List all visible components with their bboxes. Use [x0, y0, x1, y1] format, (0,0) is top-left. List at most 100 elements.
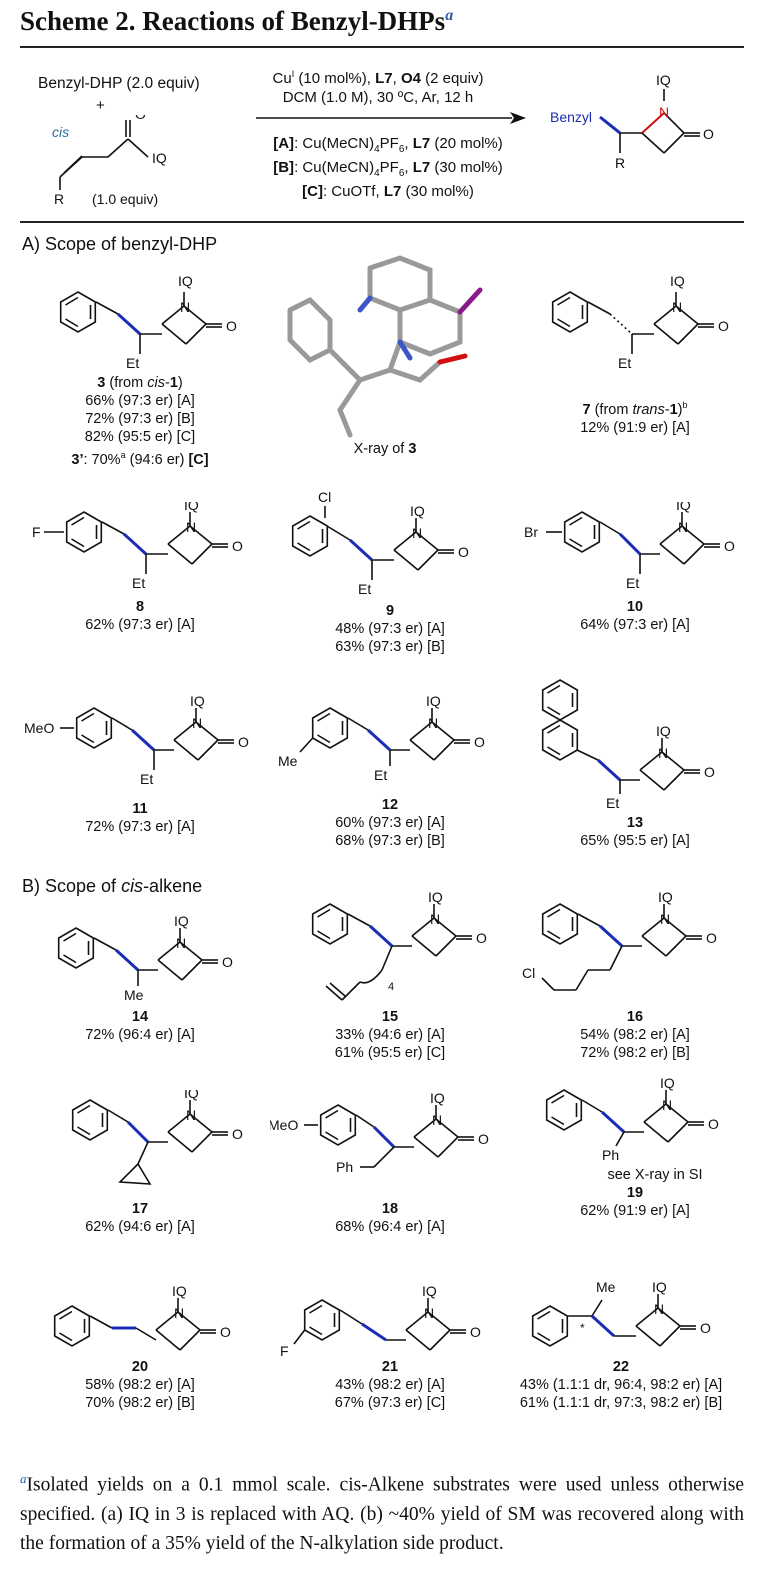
svg-text:IQ: IQ: [430, 1092, 445, 1106]
condition-A: [A]: Cu(MeCN)4PF6, L7 (20 mol%): [273, 135, 503, 155]
svg-text:IQ: IQ: [172, 1283, 187, 1299]
reaction-header: Benzyl-DHP (2.0 equiv) + cis O IQ R (1.0…: [0, 55, 762, 225]
svg-text:4: 4: [388, 981, 394, 993]
svg-text:Et: Et: [132, 575, 145, 591]
svg-text:IQ: IQ: [670, 273, 685, 289]
svg-text:O: O: [232, 538, 243, 554]
svg-text:Br: Br: [524, 524, 538, 540]
cis-label: cis: [52, 124, 69, 140]
svg-text:F: F: [32, 524, 41, 540]
svg-text:Et: Et: [626, 575, 639, 591]
svg-text:(1.0 equiv): (1.0 equiv): [92, 191, 158, 207]
product-structure: Benzyl R O N IQ: [550, 75, 714, 171]
svg-text:Benzyl: Benzyl: [550, 109, 592, 125]
svg-text:Et: Et: [140, 771, 153, 787]
xray-image: [287, 255, 483, 438]
plus-sign: +: [96, 97, 105, 114]
svg-text:O: O: [706, 930, 717, 946]
condition-line-2: DCM (1.0 M), 30 ºC, Ar, 12 h: [282, 89, 474, 106]
compound-7-label: 7 (from trans-1)b: [582, 400, 688, 418]
svg-text:IQ: IQ: [658, 889, 673, 905]
compound-9-caption: 9 48% (97:3 er) [A] 63% (97:3 er) [B]: [335, 603, 445, 655]
svg-text:O: O: [708, 1116, 719, 1132]
reaction-arrow: [256, 112, 526, 124]
svg-text:IQ: IQ: [660, 1075, 675, 1091]
compound-18-caption: 18 68% (96:4 er) [A]: [335, 1201, 445, 1235]
svg-text:IQ: IQ: [152, 150, 167, 166]
svg-text:IQ: IQ: [428, 889, 443, 905]
svg-text:IQ: IQ: [410, 503, 425, 519]
compound-3-label: 3 (from cis-1): [97, 375, 183, 391]
compound-3-caption: 3 (from cis-1) 66% (97:3 er) [A] 72% (97…: [20, 374, 260, 469]
compound-3prime-yield: 3’: 70%a (94:6 er) [C]: [71, 450, 209, 468]
svg-text:O: O: [718, 318, 729, 334]
svg-text:O: O: [232, 1126, 243, 1142]
compound-22-caption: 22 43% (1.1:1 dr, 96:4, 98:2 er) [A] 61%…: [519, 1359, 723, 1411]
svg-text:Cl: Cl: [522, 965, 535, 981]
svg-text:O: O: [222, 954, 233, 970]
svg-text:MeO: MeO: [270, 1117, 298, 1133]
svg-text:N: N: [428, 715, 438, 731]
xray-caption: X-ray of 3: [353, 441, 417, 457]
compound-8-caption: 8 62% (97:3 er) [A]: [85, 599, 195, 633]
svg-text:N: N: [180, 299, 190, 315]
svg-text:IQ: IQ: [174, 913, 189, 929]
svg-text:R: R: [54, 191, 64, 207]
svg-text:IQ: IQ: [184, 502, 199, 513]
compound-17-caption: 17 62% (94:6 er) [A]: [85, 1201, 195, 1235]
compound-10-caption: 10 64% (97:3 er) [A]: [580, 599, 690, 633]
svg-text:Et: Et: [126, 355, 139, 371]
svg-text:Et: Et: [358, 581, 371, 597]
svg-text:O: O: [458, 544, 469, 560]
reactant-benzyl-dhp: Benzyl-DHP (2.0 equiv): [38, 75, 200, 92]
svg-text:N: N: [658, 745, 668, 761]
section-b-heading: B) Scope of cis-alkene: [22, 876, 203, 896]
compound-14-caption: 14 72% (96:4 er) [A]: [85, 1009, 195, 1043]
svg-text:O: O: [703, 126, 714, 142]
svg-text:N: N: [174, 1305, 184, 1321]
svg-text:O: O: [220, 1324, 231, 1340]
svg-text:O: O: [135, 115, 146, 122]
svg-text:Me: Me: [278, 753, 298, 769]
compound-3-yield-a: 66% (97:3 er) [A]: [85, 393, 195, 409]
svg-text:IQ: IQ: [676, 502, 691, 513]
svg-text:O: O: [700, 1320, 711, 1336]
cis-alkene-substrate: cis O IQ R (1.0 equiv): [52, 115, 167, 207]
top-rule: [20, 46, 744, 48]
svg-text:N: N: [660, 911, 670, 927]
svg-text:IQ: IQ: [656, 75, 671, 88]
svg-text:Et: Et: [606, 795, 619, 810]
svg-text:O: O: [476, 930, 487, 946]
compound-3-yield-c: 82% (95:5 er) [C]: [84, 429, 196, 445]
compound-20: IQ N O 20 58% (98:2 er) [A] 70% (98:2 er) …: [20, 1278, 260, 1428]
svg-text:N: N: [662, 1097, 672, 1113]
compound-12-caption: 12 60% (97:3 er) [A] 68% (97:3 er) [B]: [335, 797, 445, 849]
compound-20-caption: 20 58% (98:2 er) [A] 70% (98:2 er) [B]: [85, 1359, 195, 1411]
svg-text:N: N: [654, 1301, 664, 1317]
footnote: aIsolated yields on a 0.1 mmol scale. ci…: [20, 1471, 744, 1554]
